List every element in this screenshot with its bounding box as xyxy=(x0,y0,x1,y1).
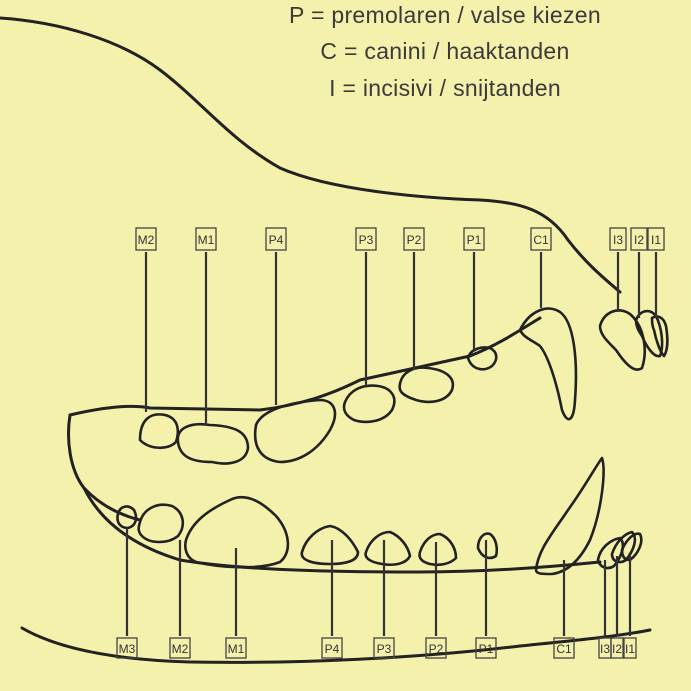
label-lower-i1: I1 xyxy=(625,642,635,656)
lower-teeth xyxy=(117,458,641,574)
tooth-upper-p2 xyxy=(400,368,453,402)
label-lower-p1: P1 xyxy=(479,642,494,656)
label-upper-i1: I1 xyxy=(651,233,661,247)
label-lower-i2: I2 xyxy=(612,642,622,656)
label-lower-p4: P4 xyxy=(325,642,340,656)
maxilla-front xyxy=(69,415,140,520)
tooth-upper-m2 xyxy=(140,414,178,447)
upper-teeth xyxy=(140,309,667,464)
label-lower-p3: P3 xyxy=(377,642,392,656)
label-upper-i2: I2 xyxy=(634,233,644,247)
label-lower-p2: P2 xyxy=(429,642,444,656)
tooth-upper-i3 xyxy=(600,310,645,369)
tooth-lower-m2 xyxy=(139,505,183,542)
tooth-upper-m1 xyxy=(178,424,248,463)
label-lower-c1: C1 xyxy=(556,642,572,656)
tooth-upper-p3 xyxy=(344,386,394,422)
label-upper-p3: P3 xyxy=(359,233,374,247)
skull-outline xyxy=(0,18,620,292)
tooth-lower-c1 xyxy=(536,458,604,574)
label-upper-c1: C1 xyxy=(533,233,549,247)
label-upper-p1: P1 xyxy=(467,233,482,247)
label-lower-m1: M1 xyxy=(228,642,245,656)
label-lower-i3: I3 xyxy=(600,642,610,656)
label-upper-m2: M2 xyxy=(138,233,155,247)
label-upper-i3: I3 xyxy=(613,233,623,247)
label-lower-m2: M2 xyxy=(172,642,189,656)
tooth-lower-p4 xyxy=(302,526,358,564)
tooth-lower-p3 xyxy=(366,532,410,565)
label-upper-p2: P2 xyxy=(407,233,422,247)
label-lower-m3: M3 xyxy=(119,642,136,656)
label-upper-p4: P4 xyxy=(269,233,284,247)
label-upper-m1: M1 xyxy=(198,233,215,247)
tooth-lower-p2 xyxy=(419,534,456,565)
tooth-lower-i1 xyxy=(622,534,641,560)
tooth-lower-p1 xyxy=(478,534,497,558)
